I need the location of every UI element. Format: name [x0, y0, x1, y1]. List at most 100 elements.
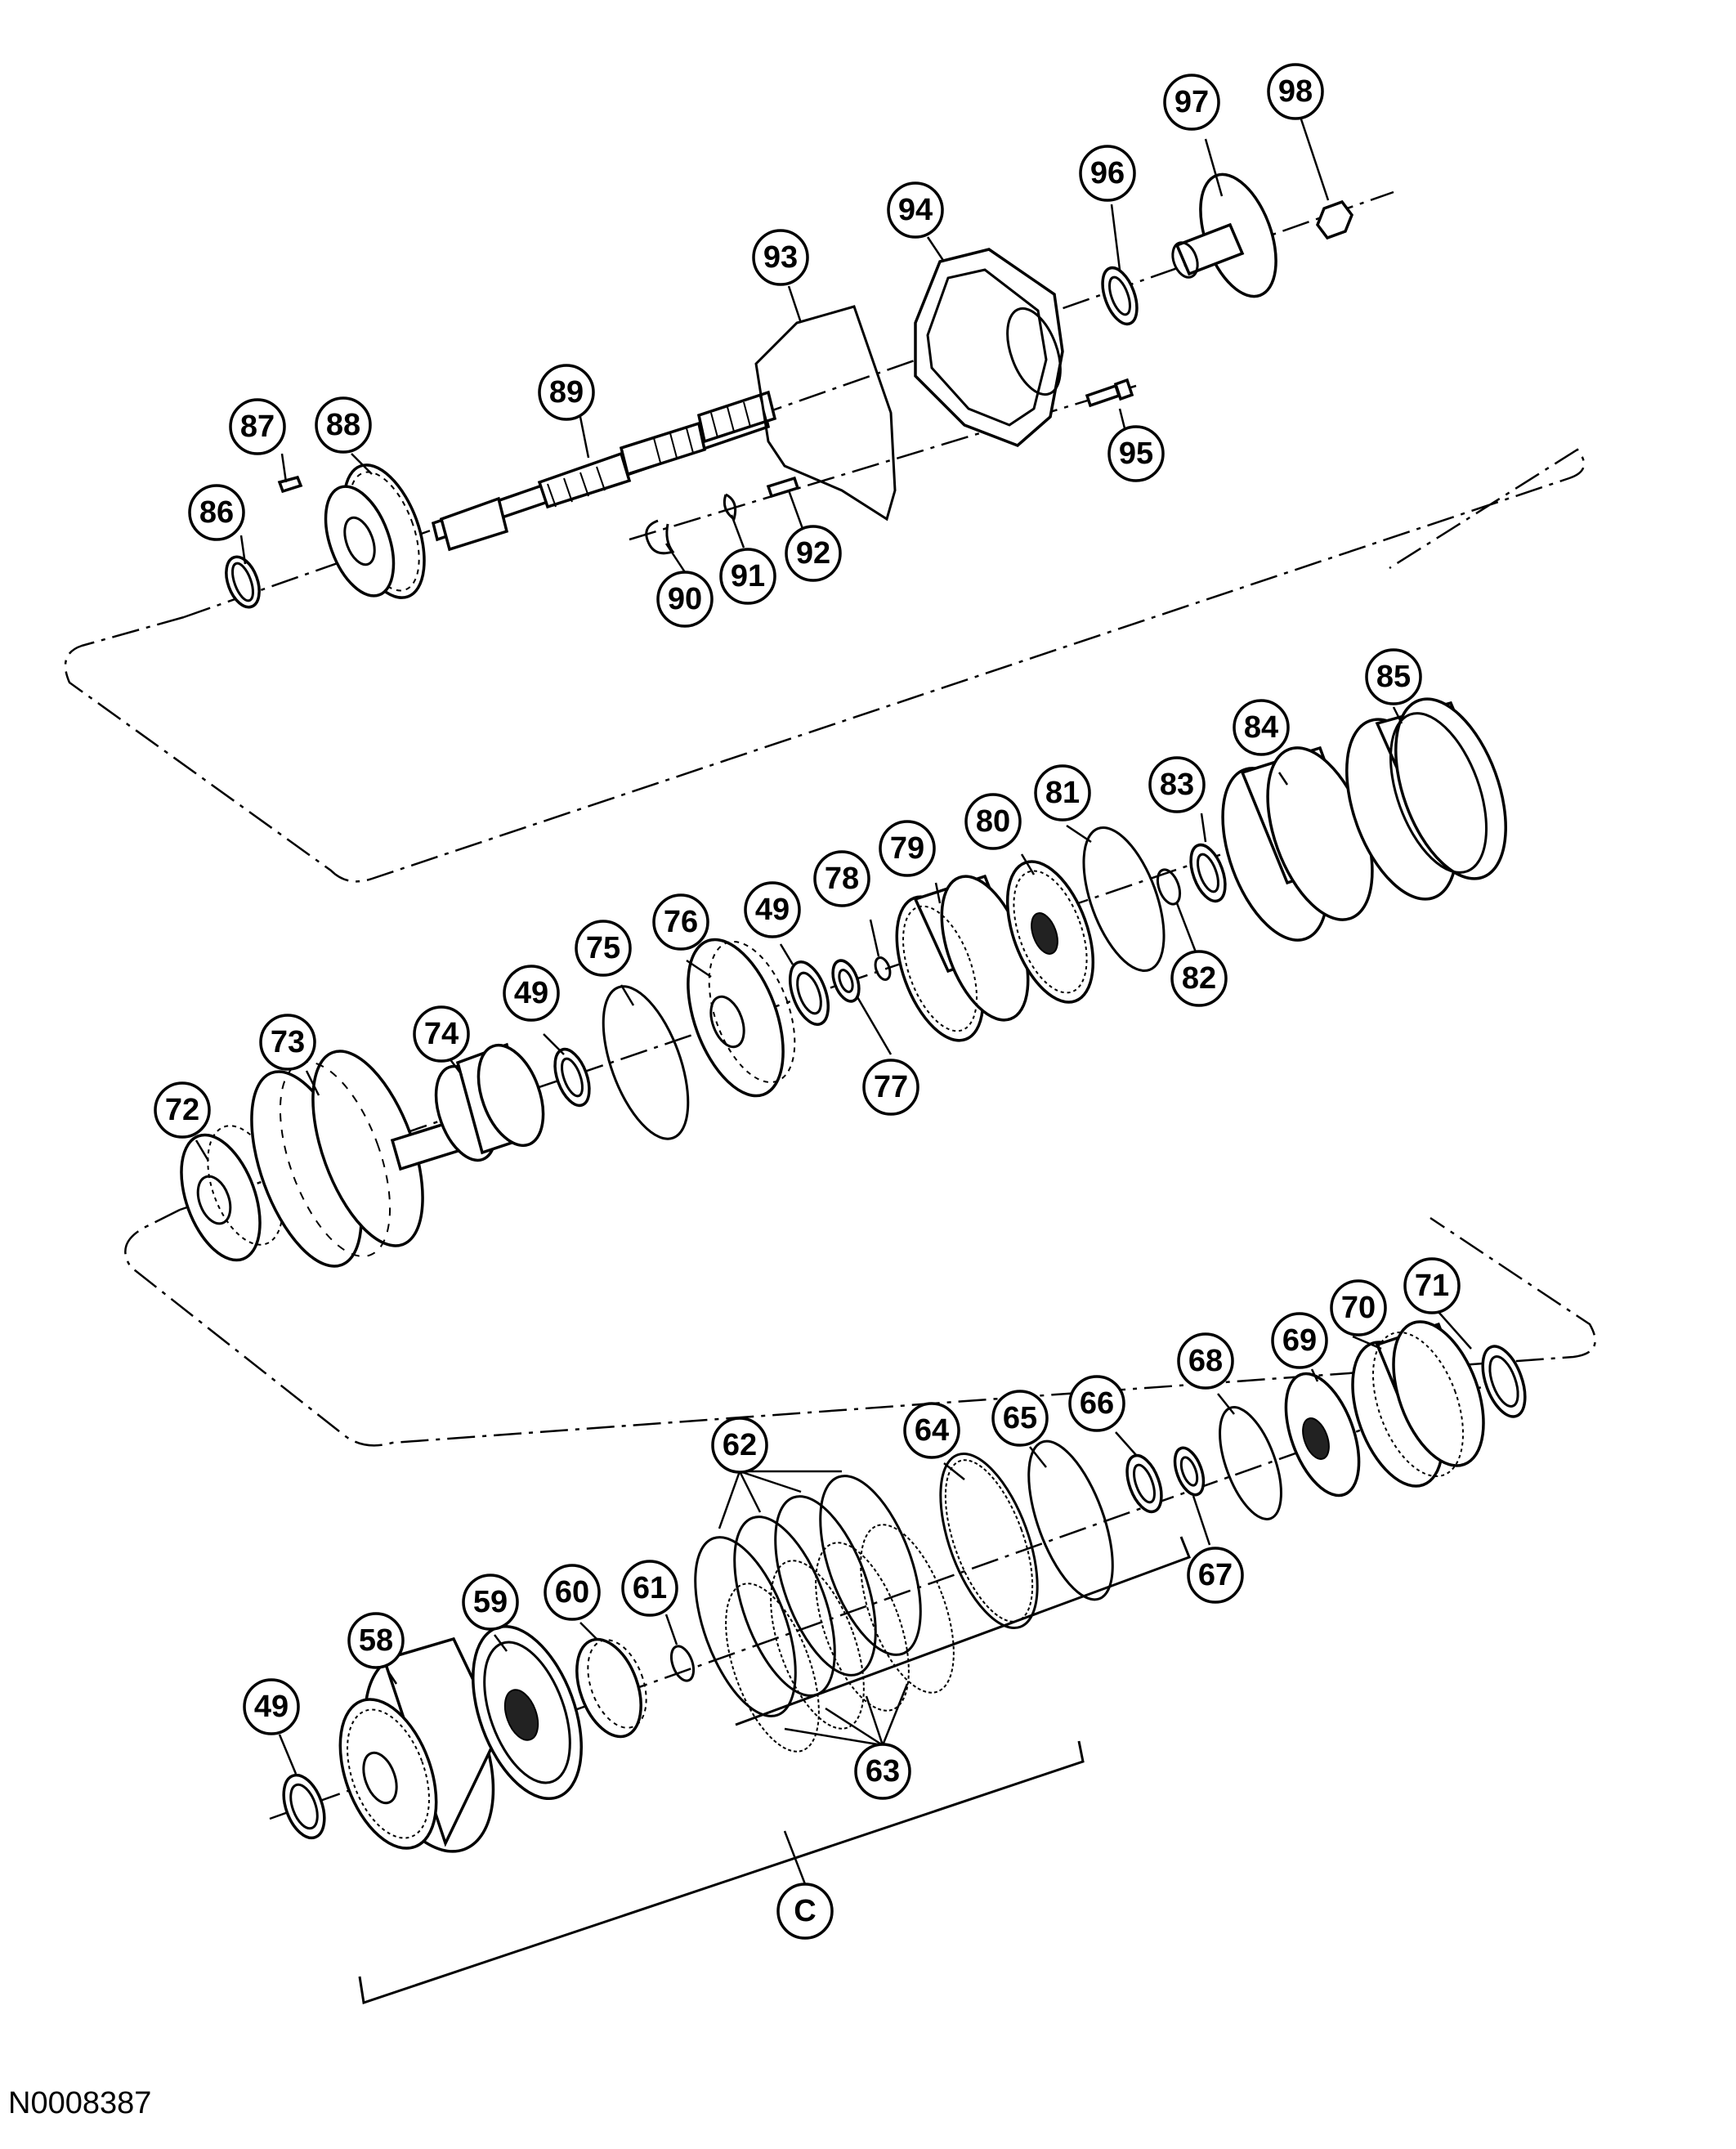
svg-text:63: 63	[866, 1754, 900, 1789]
callout-88: 88	[315, 396, 372, 454]
part-49-washer-a	[553, 1047, 591, 1108]
part-67-bearing	[1173, 1446, 1206, 1497]
callout-96: 96	[1079, 145, 1136, 202]
part-77-bearing	[831, 959, 861, 1003]
svg-text:49: 49	[514, 976, 548, 1010]
svg-text:76: 76	[664, 905, 698, 939]
svg-text:82: 82	[1182, 961, 1216, 996]
callout-79: 79	[879, 820, 936, 877]
part-89-shaft	[431, 390, 777, 552]
callout-74: 74	[413, 1005, 470, 1063]
callout-65: 65	[991, 1390, 1049, 1447]
callout-97: 97	[1163, 74, 1220, 131]
svg-text:58: 58	[359, 1623, 393, 1658]
part-70-ring-gear	[1351, 1320, 1485, 1488]
callout-60: 60	[544, 1564, 601, 1621]
svg-text:95: 95	[1119, 437, 1153, 471]
callout-85: 85	[1365, 648, 1422, 705]
callout-82: 82	[1170, 950, 1228, 1007]
callout-80: 80	[964, 793, 1022, 850]
part-96-seal	[1101, 266, 1139, 326]
callout-86: 86	[188, 484, 245, 541]
callout-66: 66	[1068, 1375, 1125, 1432]
group-bracket-lower	[358, 1740, 1085, 2004]
callout-58: 58	[347, 1612, 405, 1669]
svg-text:72: 72	[165, 1093, 199, 1127]
svg-text:92: 92	[796, 536, 830, 571]
part-68-snap-ring	[1219, 1406, 1282, 1520]
part-82-ring	[1156, 868, 1182, 906]
callout-64: 64	[903, 1402, 960, 1459]
leader-lines	[195, 114, 1472, 1775]
part-84-drum	[1221, 745, 1374, 942]
svg-text:98: 98	[1278, 74, 1313, 109]
callout-76: 76	[652, 893, 709, 951]
callout-87: 87	[229, 398, 286, 455]
part-73-drum	[250, 1050, 468, 1268]
svg-text:87: 87	[240, 410, 275, 444]
part-93-gasket	[754, 305, 897, 522]
part-72-carrier	[180, 1125, 284, 1262]
callout-75: 75	[575, 920, 632, 977]
svg-text:74: 74	[424, 1017, 459, 1051]
svg-text:C: C	[794, 1894, 816, 1928]
callout-67: 67	[1187, 1547, 1244, 1604]
svg-text:77: 77	[874, 1070, 908, 1104]
callout-94: 94	[887, 181, 944, 239]
row-3-assembly	[269, 1320, 1527, 2004]
svg-text:81: 81	[1045, 776, 1080, 810]
svg-text:88: 88	[326, 408, 360, 442]
callout-group-c: C	[776, 1883, 834, 1940]
callout-95: 95	[1107, 425, 1165, 482]
part-75-snap-ring	[602, 985, 690, 1140]
svg-text:64: 64	[915, 1413, 949, 1448]
part-78-ring	[874, 956, 892, 981]
svg-text:90: 90	[668, 582, 702, 616]
callout-69: 69	[1271, 1312, 1328, 1369]
callout-98: 98	[1267, 63, 1324, 120]
callout-90: 90	[656, 571, 714, 628]
svg-text:97: 97	[1174, 85, 1209, 119]
svg-text:62: 62	[723, 1428, 757, 1462]
part-90-clip	[645, 519, 675, 555]
svg-text:79: 79	[890, 831, 924, 866]
part-98-nut	[1316, 199, 1353, 240]
part-79-ring-gear	[895, 874, 1030, 1042]
callout-49b: 49	[744, 881, 801, 938]
row-2-assembly	[179, 697, 1507, 1268]
row-3-center-axis	[269, 1372, 1521, 1820]
svg-text:61: 61	[633, 1571, 667, 1605]
callout-49a: 49	[503, 965, 560, 1022]
part-94-housing	[914, 248, 1064, 448]
part-65-snap-ring	[1027, 1439, 1114, 1601]
svg-text:84: 84	[1244, 710, 1278, 745]
part-58-drum	[338, 1636, 500, 1853]
callout-73: 73	[259, 1014, 316, 1071]
callout-61: 61	[621, 1560, 678, 1617]
svg-text:94: 94	[898, 193, 933, 227]
svg-text:83: 83	[1160, 768, 1194, 802]
callout-89: 89	[538, 364, 595, 421]
part-59-piston	[472, 1624, 583, 1801]
part-86-snap-ring	[225, 555, 261, 609]
group-bracket-upper	[735, 1536, 1191, 1726]
svg-text:69: 69	[1282, 1323, 1317, 1358]
svg-text:70: 70	[1341, 1291, 1376, 1325]
callout-84: 84	[1233, 699, 1290, 756]
part-64-pressure-plate	[939, 1452, 1039, 1630]
callout-63: 63	[854, 1743, 911, 1800]
svg-text:59: 59	[473, 1585, 508, 1619]
svg-text:85: 85	[1376, 660, 1411, 694]
svg-text:66: 66	[1080, 1386, 1114, 1421]
link-row-2-3	[124, 1208, 1596, 1447]
callout-72: 72	[154, 1081, 211, 1139]
part-62-63-clutch-pack	[694, 1475, 955, 1753]
part-71-washer	[1481, 1345, 1527, 1418]
svg-text:60: 60	[555, 1575, 589, 1610]
svg-text:93: 93	[763, 240, 798, 275]
part-92-pin	[766, 476, 800, 499]
callout-77: 77	[862, 1059, 919, 1116]
svg-text:78: 78	[825, 862, 859, 896]
svg-text:49: 49	[755, 893, 790, 927]
